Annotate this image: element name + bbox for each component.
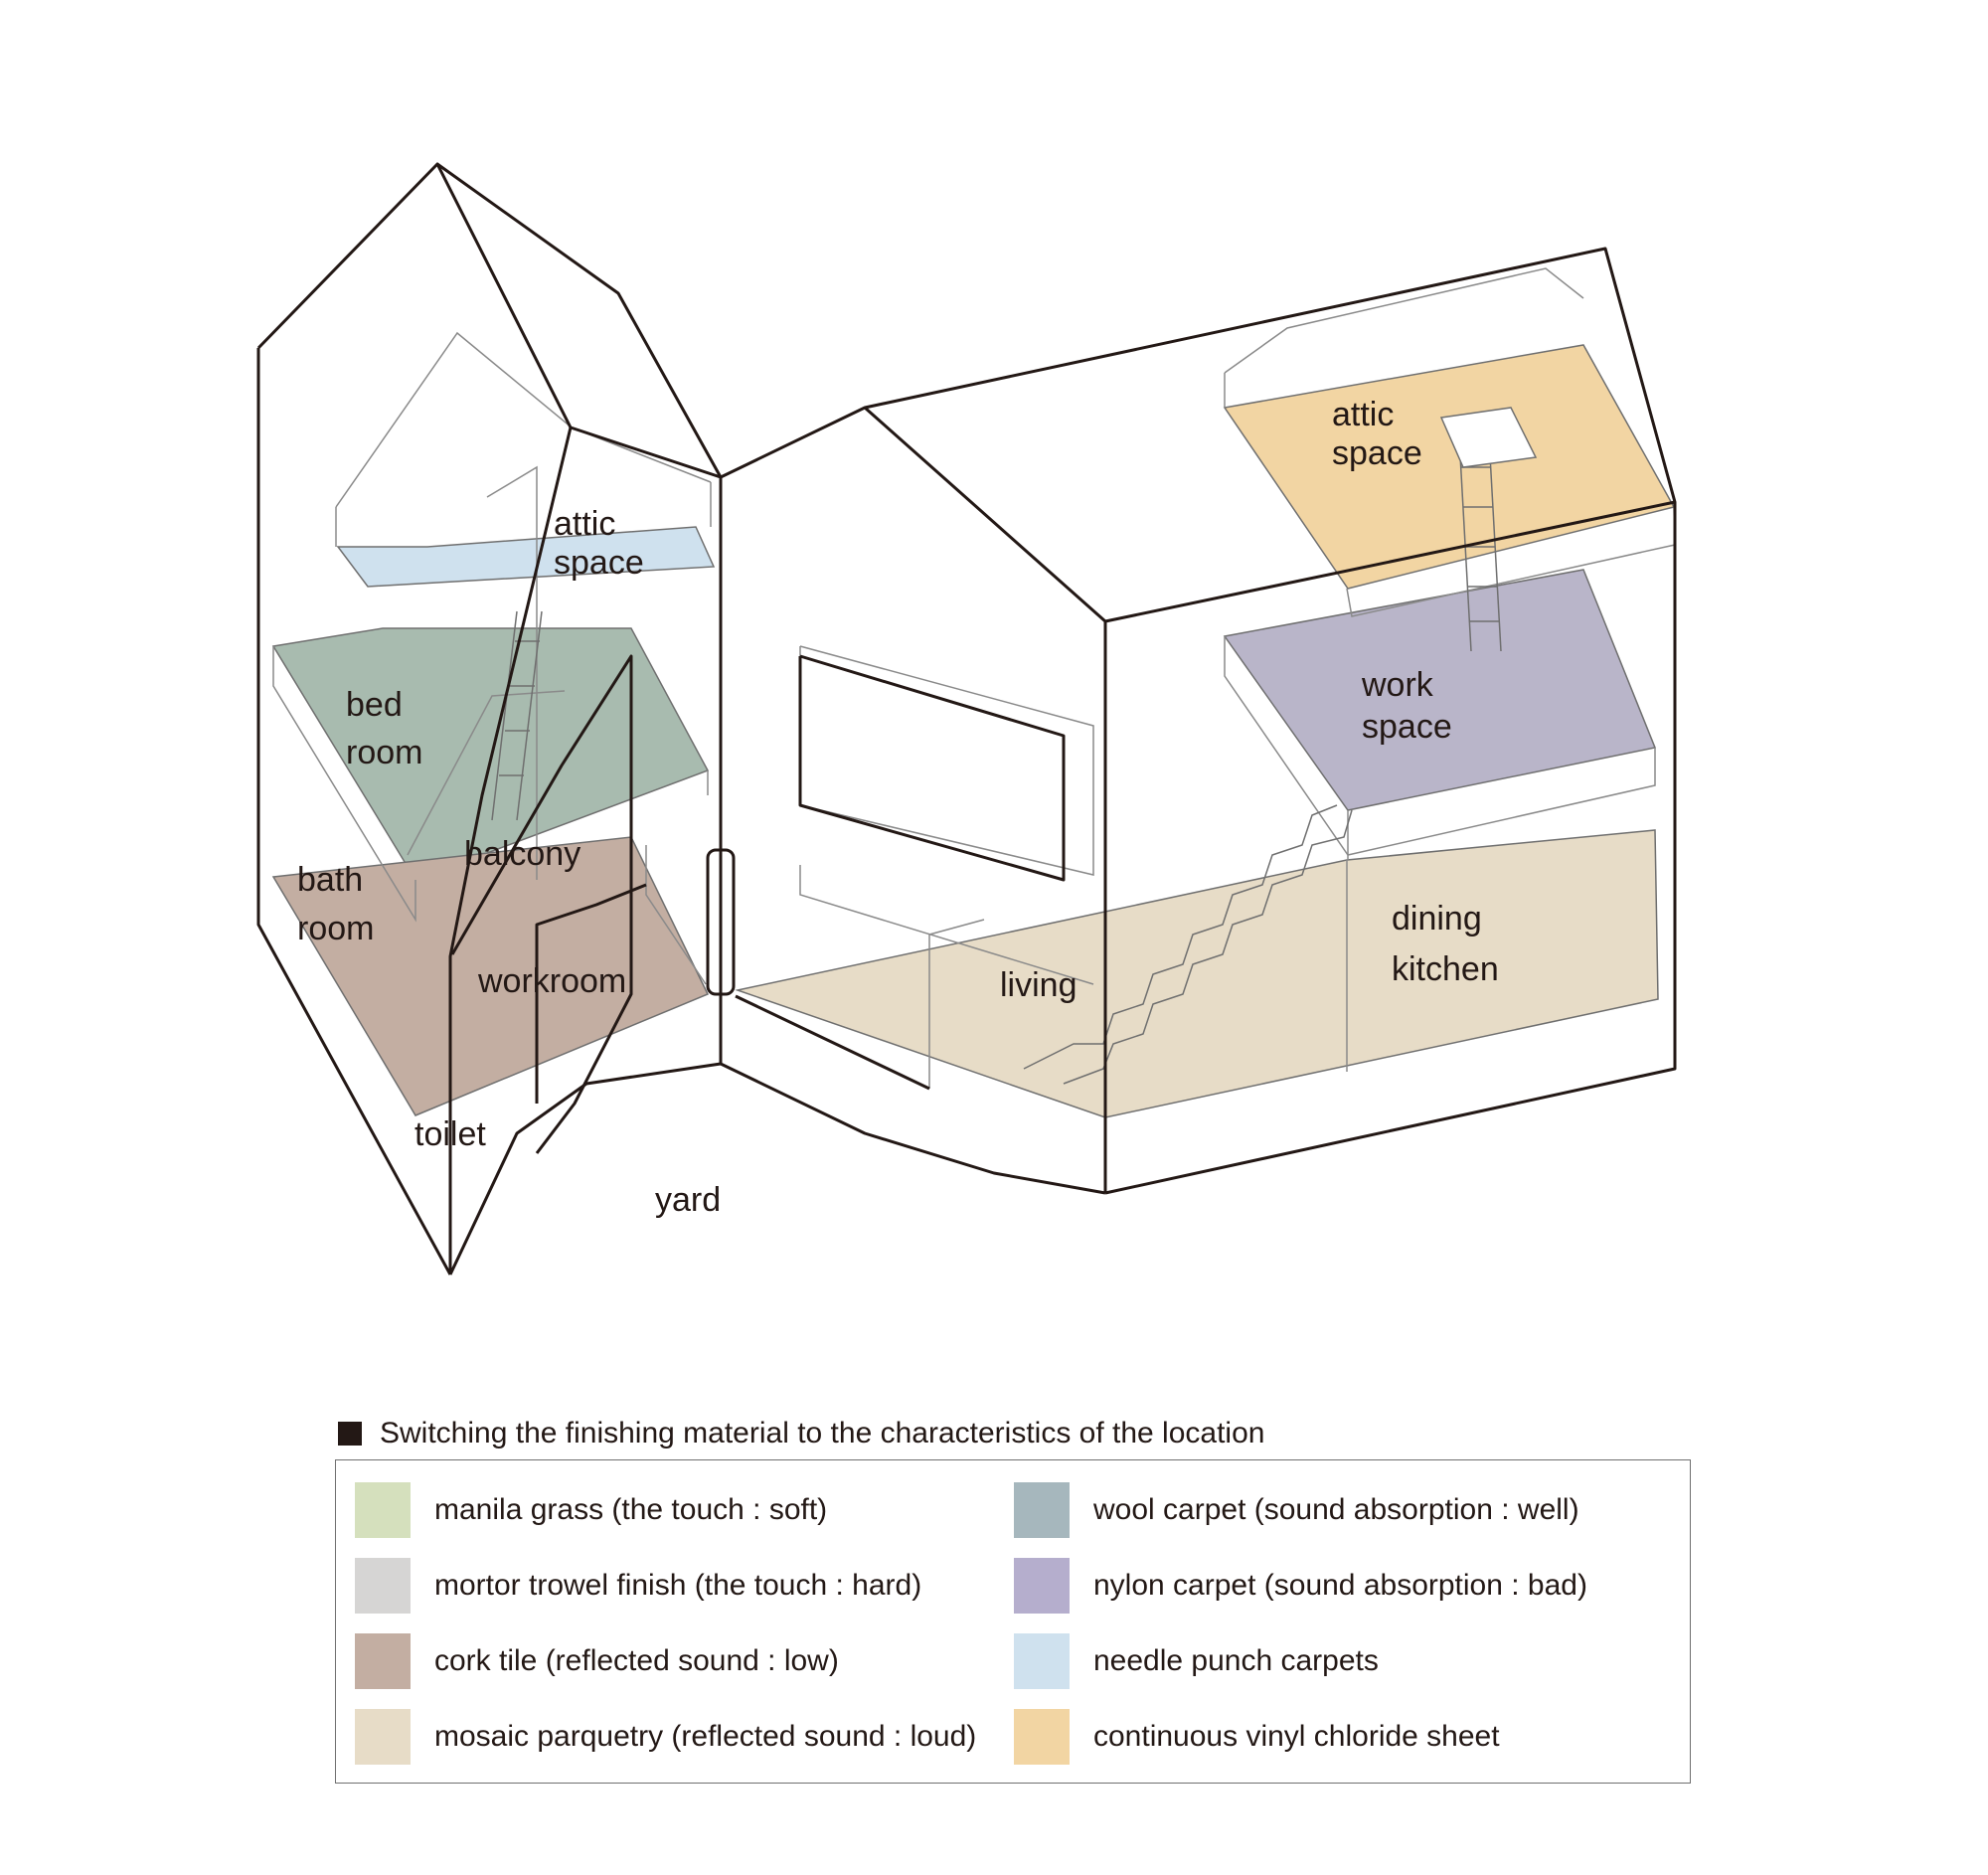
legend-label: mosaic parquetry (reflected sound : loud… <box>434 1720 977 1753</box>
living-floor <box>735 829 1659 1118</box>
legend-swatch <box>355 1482 411 1538</box>
legend-item: wool carpet (sound absorption : well) <box>1014 1482 1587 1538</box>
label-work-2: space <box>1362 708 1452 746</box>
legend-swatch <box>1014 1633 1070 1689</box>
label-yard: yard <box>655 1181 721 1219</box>
ladder-right <box>1439 407 1538 652</box>
legend-label: manila grass (the touch : soft) <box>434 1493 828 1526</box>
room-labels: attic space bed room balcony bath room w… <box>297 396 1499 1219</box>
ladder-left <box>491 610 543 821</box>
workspace-floor <box>1223 569 1657 811</box>
legend-item: cork tile (reflected sound : low) <box>355 1633 976 1689</box>
right-attic-floor <box>1223 344 1676 590</box>
label-dining-2: kitchen <box>1392 950 1499 988</box>
legend-item: nylon carpet (sound absorption : bad) <box>1014 1558 1587 1614</box>
label-toilet: toilet <box>414 1115 486 1153</box>
legend-title: Switching the finishing material to the … <box>380 1417 1265 1449</box>
label-dining-1: dining <box>1392 900 1482 938</box>
legend-label: needle punch carpets <box>1093 1644 1379 1677</box>
label-workroom: workroom <box>477 962 626 1000</box>
legend-box: manila grass (the touch : soft) mortor t… <box>335 1459 1691 1784</box>
label-bath-2: room <box>297 910 374 947</box>
legend-swatch <box>355 1633 411 1689</box>
label-right-attic-2: space <box>1332 434 1422 472</box>
left-attic-floor <box>336 526 716 588</box>
legend-label: continuous vinyl chloride sheet <box>1093 1720 1500 1753</box>
legend-header: Switching the finishing material to the … <box>338 1414 1264 1453</box>
legend-swatch <box>1014 1482 1070 1538</box>
label-balcony: balcony <box>464 835 580 873</box>
legend-swatch <box>1014 1558 1070 1614</box>
interior-lines <box>272 267 1676 1089</box>
label-bath-1: bath <box>297 861 363 899</box>
label-right-attic-1: attic <box>1332 396 1394 433</box>
legend-item: mosaic parquetry (reflected sound : loud… <box>355 1709 976 1765</box>
legend-label: mortor trowel finish (the touch : hard) <box>434 1569 922 1602</box>
legend-column-left: manila grass (the touch : soft) mortor t… <box>355 1482 976 1785</box>
label-left-attic-2: space <box>554 544 644 582</box>
legend-item: needle punch carpets <box>1014 1633 1587 1689</box>
legend-label: nylon carpet (sound absorption : bad) <box>1093 1569 1587 1602</box>
legend-swatch <box>355 1709 411 1765</box>
legend-bullet-icon <box>338 1422 362 1446</box>
legend-column-right: wool carpet (sound absorption : well) ny… <box>1014 1482 1587 1785</box>
legend-swatch <box>355 1558 411 1614</box>
label-work-1: work <box>1361 666 1434 704</box>
legend-item: continuous vinyl chloride sheet <box>1014 1709 1587 1765</box>
label-bed-2: room <box>346 734 422 771</box>
label-left-attic-1: attic <box>554 505 615 543</box>
legend-swatch <box>1014 1709 1070 1765</box>
legend-label: cork tile (reflected sound : low) <box>434 1644 839 1677</box>
label-living: living <box>1000 966 1077 1004</box>
label-bed-1: bed <box>346 686 403 724</box>
house-outline <box>256 162 1677 1276</box>
legend-item: mortor trowel finish (the touch : hard) <box>355 1558 976 1614</box>
legend-label: wool carpet (sound absorption : well) <box>1093 1493 1579 1526</box>
legend-item: manila grass (the touch : soft) <box>355 1482 976 1538</box>
